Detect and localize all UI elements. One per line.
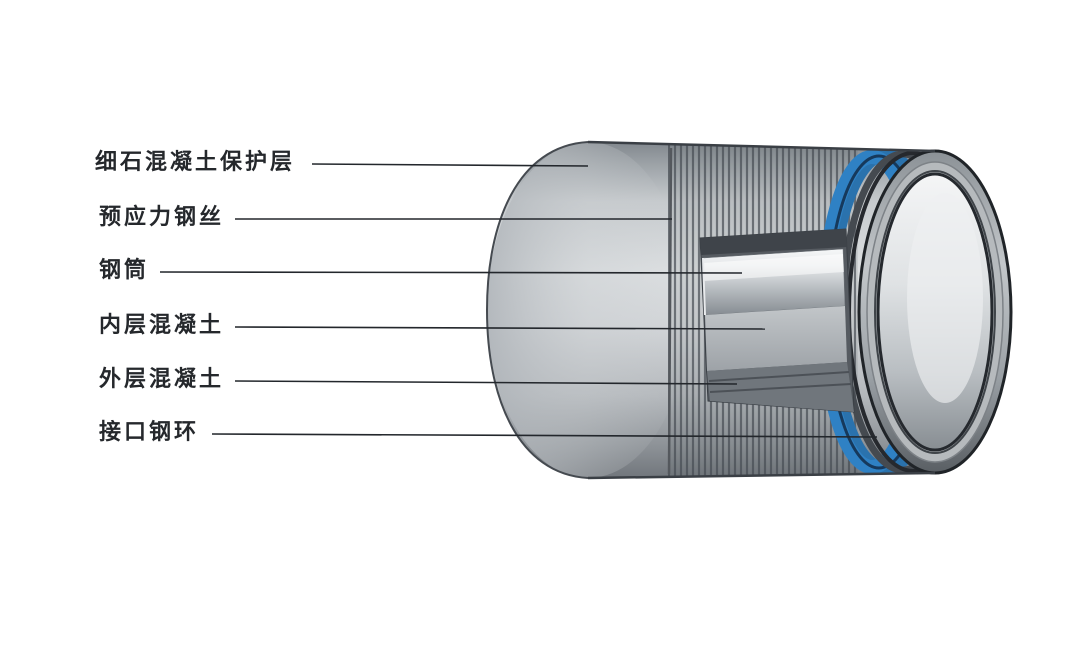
- label-prestressed-wire: 预应力钢丝: [99, 205, 225, 230]
- label-steel-cylinder: 钢筒: [99, 258, 150, 283]
- leader-inner-concrete: [234, 326, 766, 330]
- leader-lines: [159, 163, 878, 438]
- label-inner-concrete: 内层混凝土: [99, 313, 225, 338]
- label-concrete-protective-layer: 细石混凝土保护层: [95, 150, 296, 175]
- label-joint-steel-ring: 接口钢环: [99, 420, 200, 445]
- leader-protective-layer: [311, 163, 589, 167]
- pipe-left-cap: [487, 142, 689, 478]
- pipe-opening: [857, 149, 1013, 475]
- steel-cylinder-layer: [702, 248, 846, 316]
- leader-steel-cylinder: [159, 271, 743, 274]
- cut-top-face: [700, 229, 847, 255]
- leader-outer-concrete: [234, 380, 738, 385]
- label-outer-concrete: 外层混凝土: [99, 367, 225, 392]
- leader-joint-ring: [211, 433, 878, 438]
- cutaway-section: [699, 228, 855, 413]
- inner-concrete-layer: [705, 306, 847, 371]
- outer-concrete-layer: [707, 362, 854, 412]
